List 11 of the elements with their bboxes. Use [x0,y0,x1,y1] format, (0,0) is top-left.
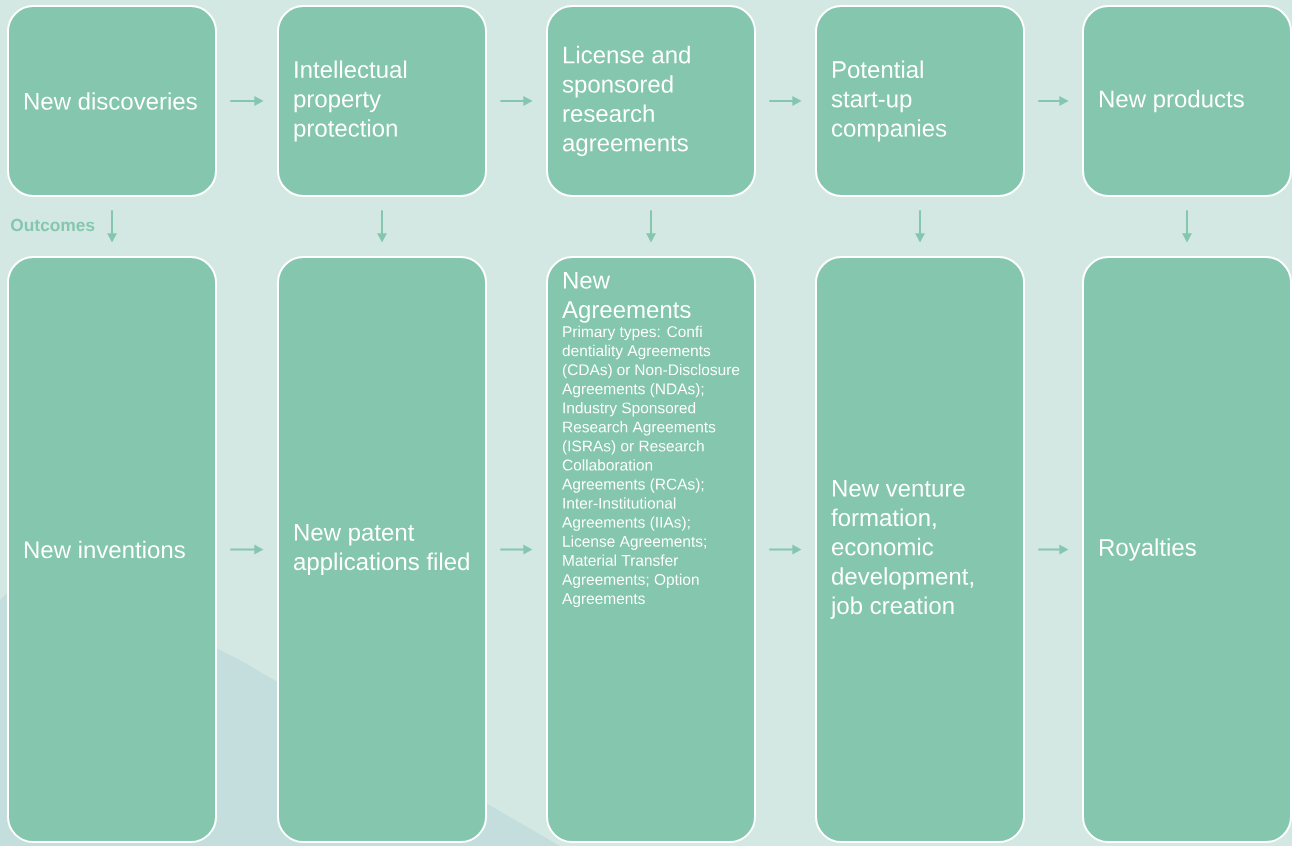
process-box: New Agreements Primary types: Confi dentiality Agreements (CDAs) or Non-Disclosure Agreements (NDAs); Industry Sponsored Research Agreements (ISRAs) or Research Collaboration Agreements (RCAs); Inter-Institutional Agreements (IIAs); License Agreements; Material Transfer Agreements; Option Agreements [546,256,756,843]
process-box: Intellectual property protection [277,5,487,197]
process-box: Royalties [1082,256,1292,843]
process-box: New products [1082,5,1292,197]
section-label: Outcomes [11,218,95,232]
process-box: New inventions [7,256,217,843]
process-box: License and sponsored research agreements [546,5,756,197]
process-box: New venture formation, economic development, job creation [815,256,1025,843]
process-box: New discoveries [7,5,217,197]
process-box: Potential start-up companies [815,5,1025,197]
process-box: New patent applications filed [277,256,487,843]
